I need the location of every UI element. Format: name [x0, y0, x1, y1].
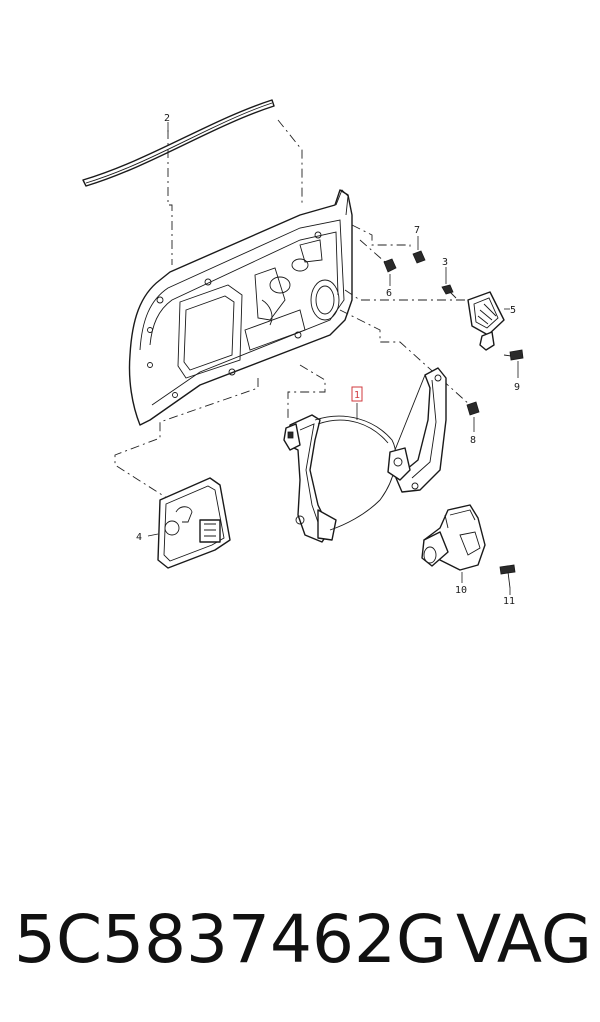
callout-1: 1 — [354, 390, 360, 401]
footer-caption: 5C5837462G VAG — [0, 895, 600, 985]
part-8-nut — [466, 401, 480, 416]
callout-10: 10 — [455, 585, 467, 596]
part-5-mirror-cover — [467, 291, 505, 351]
callout-5: 5 — [510, 305, 516, 316]
exploded-parts-diagram: 2 7 3 5 6 9 1 8 4 10 11 — [82, 99, 524, 607]
callout-8: 8 — [470, 435, 476, 446]
part-10-window-motor — [421, 504, 486, 571]
brand-label: VAG — [456, 901, 593, 978]
callout-11: 11 — [503, 596, 515, 607]
callout-6: 6 — [386, 288, 392, 299]
callout-7: 7 — [414, 225, 420, 236]
door-inner-panel — [128, 189, 353, 426]
callout-9: 9 — [514, 382, 520, 393]
callout-4: 4 — [136, 532, 142, 543]
callout-2: 2 — [164, 113, 170, 124]
part-11-screw — [499, 564, 516, 595]
callout-3: 3 — [442, 257, 448, 268]
part-9-screw — [503, 349, 524, 361]
part-3-bolt — [441, 284, 457, 299]
part-4-cover-panel — [157, 477, 231, 569]
part-number-label: 5C5837462G — [14, 901, 448, 978]
part-7-clip — [412, 250, 426, 264]
part-6-nut — [383, 258, 397, 273]
part-2-window-seal-strip — [82, 99, 275, 187]
part-1-window-regulator — [283, 367, 447, 543]
callout-1-highlight — [351, 386, 363, 402]
